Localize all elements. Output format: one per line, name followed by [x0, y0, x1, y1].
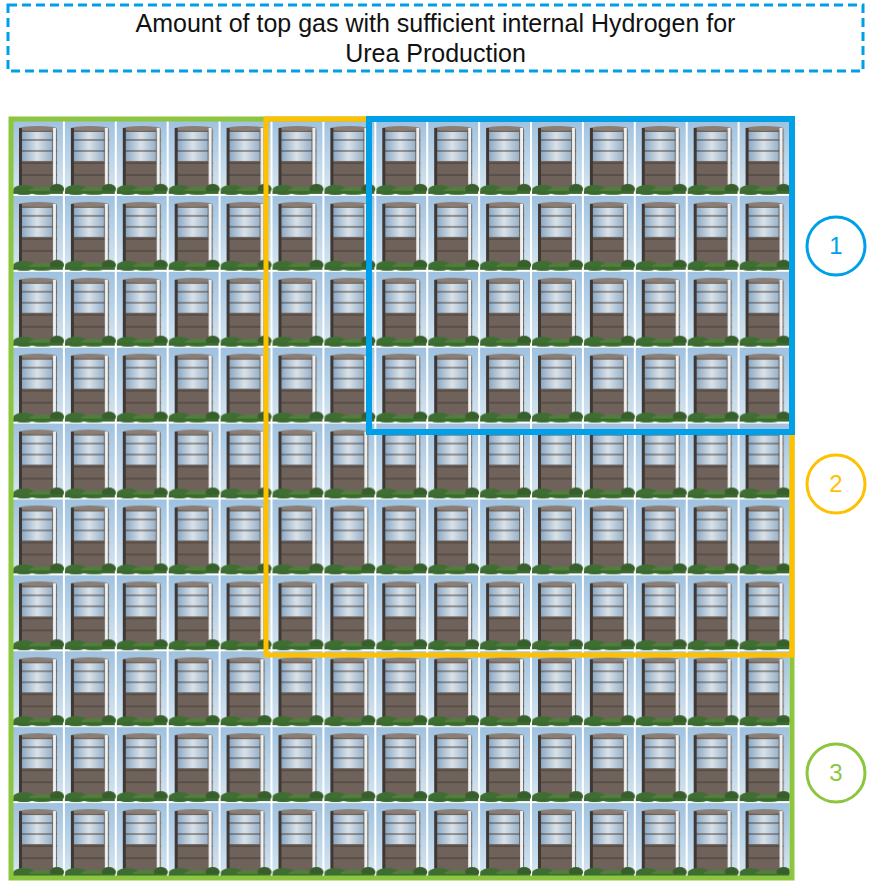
title-frame [8, 5, 863, 71]
callout-number: 3 [829, 761, 842, 785]
circle-outline [807, 455, 865, 513]
callout-circle: 2 [805, 453, 867, 515]
group-frame [266, 119, 792, 655]
callout-number: 1 [829, 234, 842, 258]
circle-outline [807, 217, 865, 275]
title-text: Amount of top gas with sufficient intern… [136, 8, 736, 68]
group-frame [11, 119, 792, 878]
callout-circle: 3 [805, 742, 867, 804]
gas-holder-tiles [12, 119, 791, 878]
group-frame [369, 119, 792, 432]
circle-outline [807, 744, 865, 802]
callout-number: 2 [829, 472, 842, 496]
callout-circle: 1 [805, 215, 867, 277]
